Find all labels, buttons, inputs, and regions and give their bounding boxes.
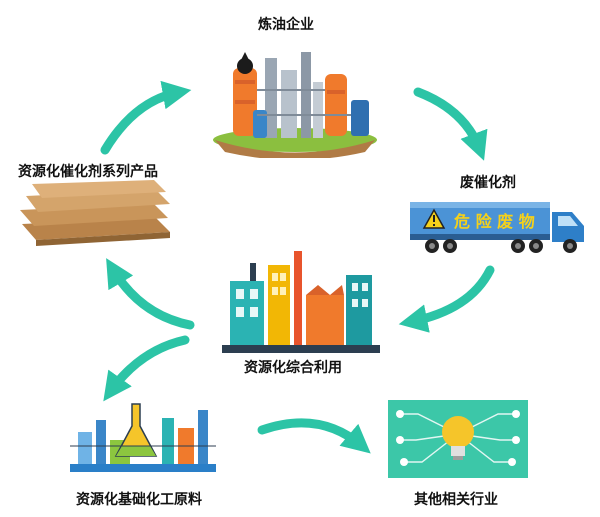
catalyst-bags-illustration (16, 180, 176, 250)
catalyst-products-label: 资源化催化剂系列产品 (18, 164, 158, 180)
chem-raw-materials-label: 资源化基础化工原料 (76, 492, 202, 508)
lightbulb-tech-illustration (388, 400, 528, 478)
comprehensive-use-label: 资源化综合利用 (244, 360, 342, 376)
arrow-refinery-to-spent (413, 87, 488, 161)
arrow-utilization-to-chem (103, 335, 190, 402)
chemical-plant-illustration (70, 396, 216, 476)
other-industries-label: 其他相关行业 (414, 492, 498, 508)
arrow-chem-to-other (257, 418, 371, 454)
spent-catalyst-label: 废催化剂 (460, 175, 516, 191)
hazardous-waste-truck: 危 险 废 物 (408, 196, 588, 262)
truck-sign-text: 危 险 废 物 (454, 212, 535, 231)
factory-illustration (222, 245, 380, 353)
refinery-illustration (205, 40, 385, 158)
arrow-spent-to-utilization (398, 265, 495, 333)
arrow-products-to-refinery (100, 80, 192, 155)
refinery-label: 炼油企业 (258, 17, 314, 33)
arrow-utilization-to-products (106, 258, 195, 330)
